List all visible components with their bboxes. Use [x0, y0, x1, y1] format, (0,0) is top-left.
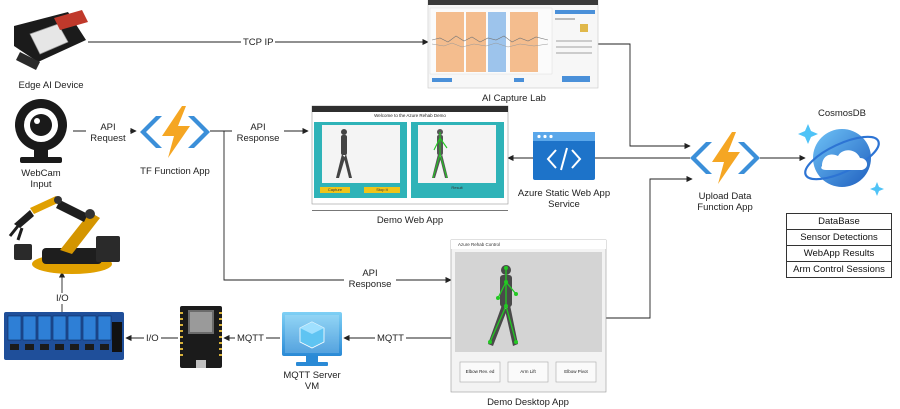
desktop-button-elbow-pivot: Elbow Pivot: [564, 369, 588, 374]
edge-label-api-response-top: API Response: [232, 122, 284, 144]
label-tf-function-app: TF Function App: [140, 166, 210, 177]
label-demo-desktop-app: Demo Desktop App: [487, 397, 569, 408]
web-app-title: Welcome to the Azure Rehab Demo: [374, 113, 446, 118]
edge-label-mqtt-left: MQTT: [235, 333, 266, 344]
azure-function-icon: [140, 106, 210, 158]
database-table: DataBase Sensor Detections WebApp Result…: [786, 213, 892, 278]
database-row-arm-control-sessions: Arm Control Sessions: [787, 261, 891, 277]
demo-desktop-screenshot: [450, 239, 607, 393]
label-upload-data-function-app: Upload Data Function App: [697, 191, 753, 213]
label-ai-capture-lab: AI Capture Lab: [482, 93, 546, 104]
label-mqtt-server-vm: MQTT Server VM: [283, 370, 341, 392]
edge-label-tcp-ip: TCP IP: [241, 37, 276, 48]
cosmosdb-icon: [798, 124, 884, 196]
edge-label-io-horizontal: I/O: [144, 333, 161, 344]
edge-label-mqtt-right: MQTT: [375, 333, 406, 344]
robot-arm-icon: [8, 196, 120, 274]
vm-icon: [282, 312, 342, 366]
database-row-webapp-results: WebApp Results: [787, 245, 891, 261]
database-row-sensor-detections: Sensor Detections: [787, 229, 891, 245]
database-header: DataBase: [818, 216, 860, 227]
label-webcam-input: WebCam Input: [21, 168, 61, 190]
label-azure-static-web-app: Azure Static Web App Service: [517, 188, 611, 210]
desktop-button-arm-lift: Arm Lift: [520, 369, 536, 374]
static-web-app-icon: [533, 132, 595, 180]
relay-board-icon: [4, 312, 124, 360]
desktop-window-title: Azure Rehab Control: [458, 242, 501, 247]
demo-web-app-screenshot: [311, 105, 509, 211]
webcam-icon: [15, 99, 67, 163]
ai-capture-lab-screenshot: [427, 0, 599, 89]
edge-desktop-to-upload: [606, 175, 693, 319]
label-demo-web-app: Demo Web App: [376, 215, 444, 226]
edge-capture-to-upload: [598, 43, 691, 150]
azure-function-icon: [690, 132, 760, 184]
web-app-result-caption: Result: [451, 185, 463, 190]
edge-label-api-request: API Request: [86, 122, 130, 144]
web-app-capture-button: Capture: [327, 187, 343, 192]
label-edge-ai-device: Edge AI Device: [18, 80, 84, 91]
desktop-button-elbow-rev: Elbow Rev. ed: [465, 369, 495, 374]
label-cosmosdb: CosmosDB: [817, 108, 867, 119]
edge-label-api-response-mid: API Response: [344, 268, 396, 290]
microcontroller-icon: [180, 306, 222, 368]
web-app-stop-button: Stop It: [376, 187, 388, 192]
edge-device-icon: [14, 10, 88, 70]
edge-label-io-vertical: I/O: [54, 293, 71, 304]
